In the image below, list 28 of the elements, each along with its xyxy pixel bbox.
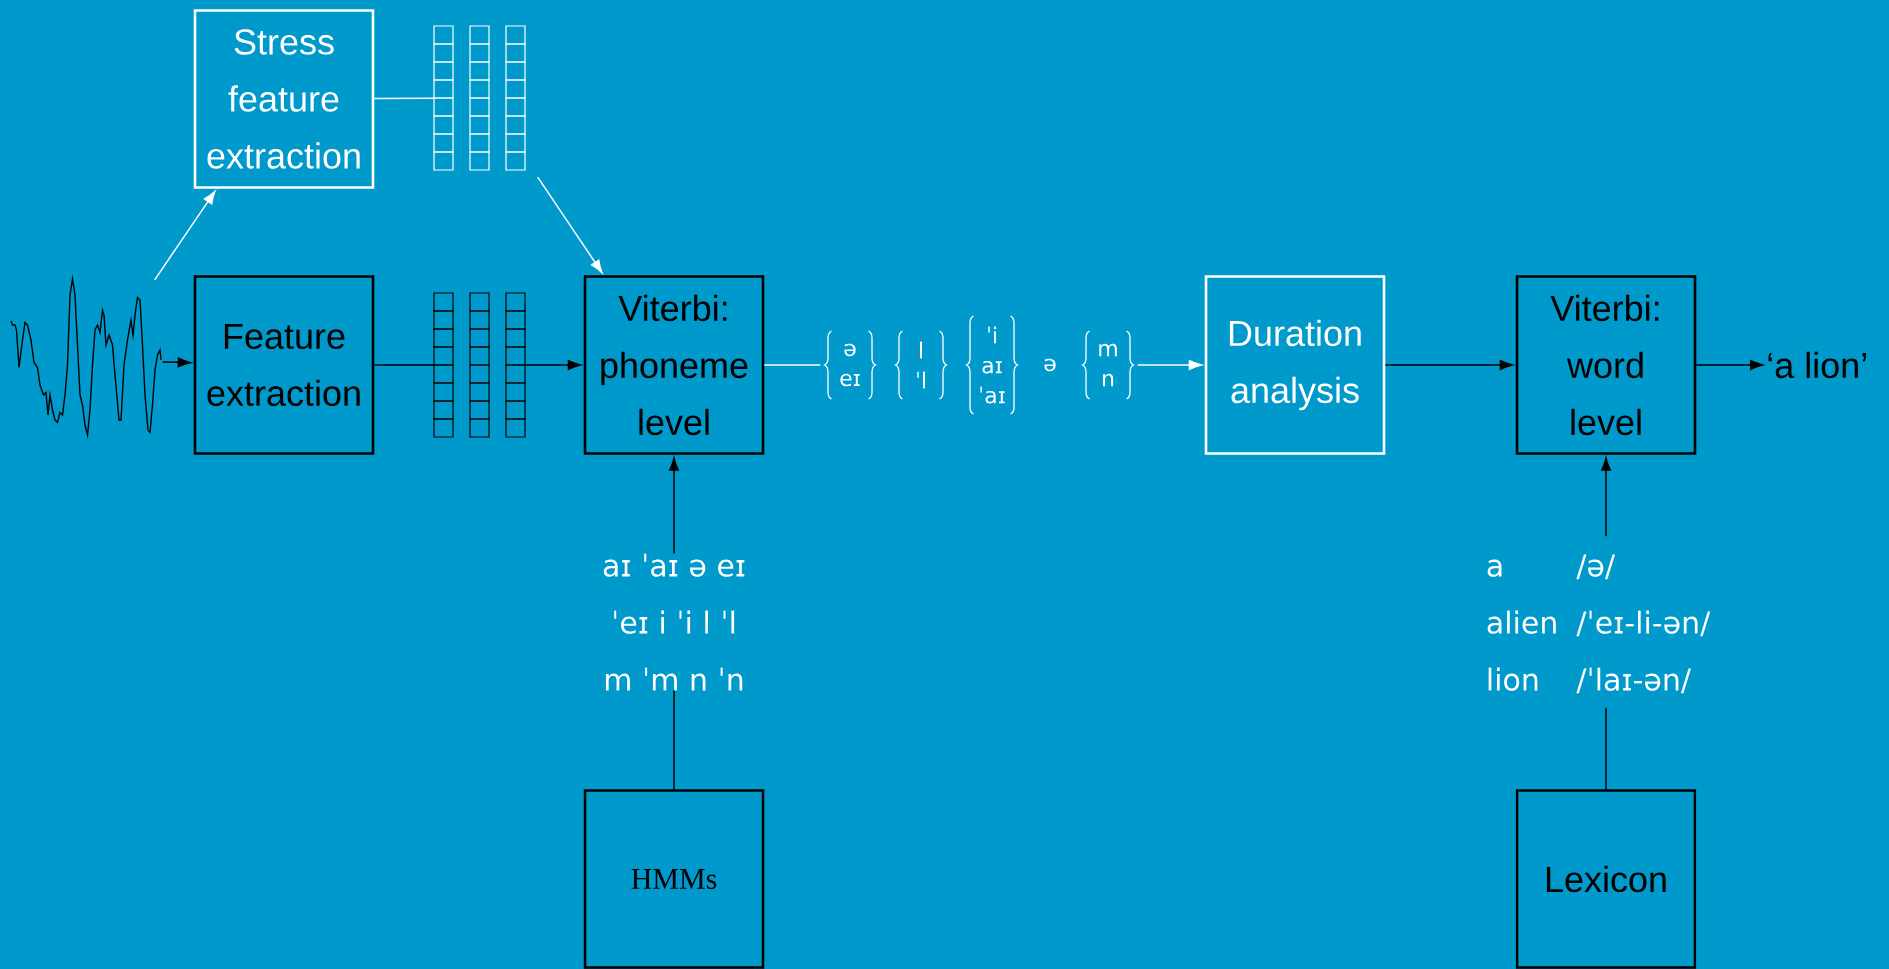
arrow [536,176,603,274]
connector-line [373,97,436,100]
waveform-drawing [10,274,162,440]
connector-line [373,364,436,366]
connector-line [673,689,675,790]
arrow [524,360,582,370]
feature-vectors-drawing [433,292,526,438]
feature-vectors-drawing [433,25,526,171]
arrow [1601,457,1611,538]
connector-line [1605,706,1607,790]
process-box: Viterbi: phoneme level [583,275,765,455]
process-box: Lexicon [1515,789,1697,969]
arrow [161,357,192,368]
arrow [669,457,679,555]
arrow [1695,360,1764,370]
connector-line [763,364,822,366]
arrow [1136,360,1203,370]
arrow [153,190,216,281]
process-box: Viterbi: word level [1515,275,1697,455]
lexicon-table: a /ə/ alien /ˈeɪ-li-ən/ lion /ˈlaɪ-ən/ [1487,554,1711,694]
phoneme-lattice: ə eɪ l ˈl ˈi aɪ ˈaɪ ə m n [823,315,1135,415]
model-box: HMMs [583,789,765,969]
process-box: Feature extraction [193,275,375,455]
process-box: Duration analysis [1204,275,1386,455]
arrow [1384,360,1514,370]
process-box: Stress feature extraction [193,9,375,189]
output-text: ‘a lion’ [1768,351,1866,379]
phoneme-list: aɪ ˈaɪ ə eɪ ˈeɪ i ˈi l ˈl m ˈm n ˈn [603,553,745,691]
